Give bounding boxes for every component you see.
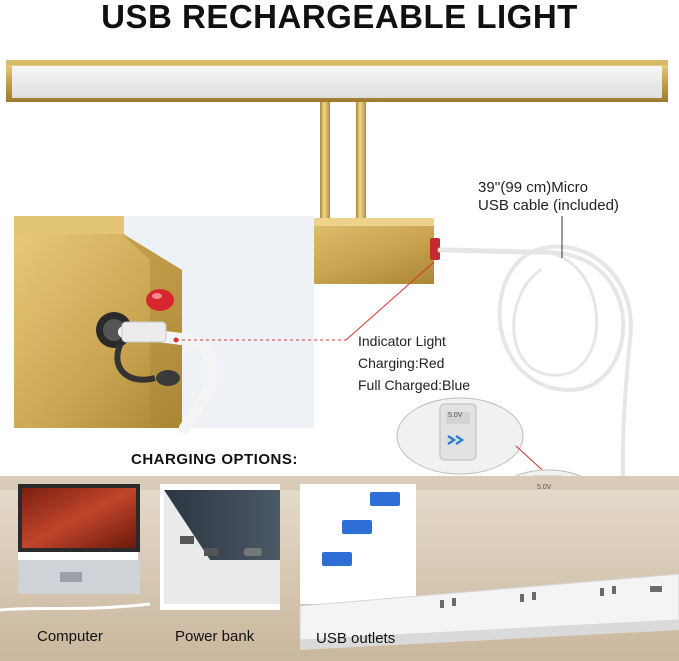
lamp-stems bbox=[318, 102, 368, 235]
cable-label: 39''(99 cm)Micro USB cable (included) bbox=[478, 179, 619, 215]
indicator-label-line2: Charging:Red bbox=[358, 355, 445, 371]
indicator-label-line1: Indicator Light bbox=[358, 333, 446, 349]
indicator-label: Indicator Light Charging:Red Full Charge… bbox=[358, 330, 470, 396]
lamp-bar bbox=[6, 60, 668, 102]
page-title: USB RECHARGEABLE LIGHT bbox=[101, 0, 578, 35]
cable-label-line2: USB cable (included) bbox=[478, 197, 619, 214]
usb-outlets-illustration bbox=[300, 484, 416, 604]
charging-options-heading: CHARGING OPTIONS: bbox=[131, 451, 298, 468]
indicator-leader bbox=[173, 261, 435, 343]
powerbank-illustration bbox=[160, 484, 280, 610]
plug-mark-red: 5.0V bbox=[537, 484, 552, 491]
laptop-illustration bbox=[0, 484, 151, 612]
option-caption-usb-outlets: USB outlets bbox=[316, 630, 396, 647]
cable-label-line1: 39''(99 cm)Micro bbox=[478, 179, 588, 196]
option-caption-computer: Computer bbox=[37, 628, 103, 645]
port-closeup bbox=[14, 216, 314, 434]
plug-mark-blue: 5.0V bbox=[448, 412, 463, 419]
option-caption-powerbank: Power bank bbox=[175, 628, 255, 645]
indicator-label-line3: Full Charged:Blue bbox=[358, 377, 471, 393]
power-strip bbox=[299, 573, 679, 650]
